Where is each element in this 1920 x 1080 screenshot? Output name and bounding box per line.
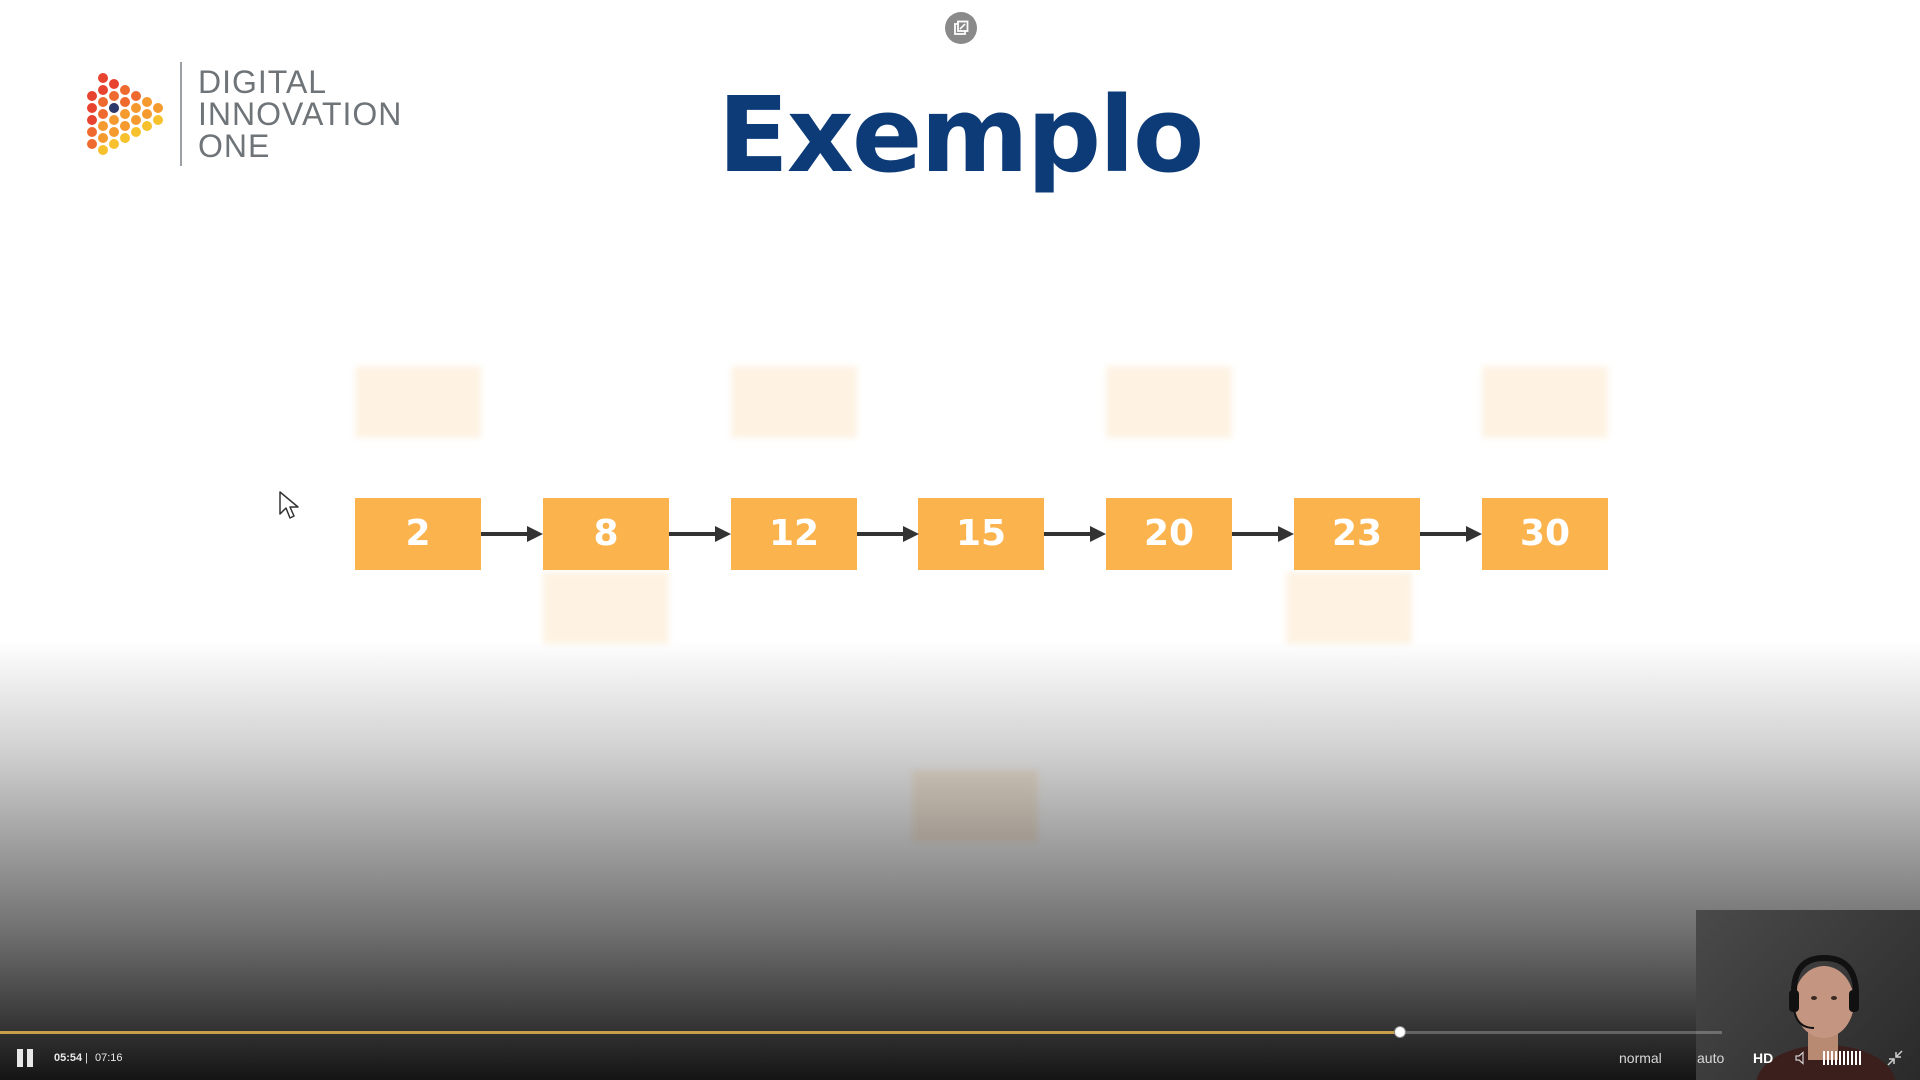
digital-innovation-one-logo: DIGITAL INNOVATION ONE (84, 62, 424, 172)
current-time: 05:54 (54, 1052, 83, 1064)
list-node: 20 (1106, 498, 1232, 570)
logo-line-3: ONE (198, 128, 271, 164)
logo-line-2: INNOVATION (198, 96, 403, 132)
list-node: 8 (543, 498, 669, 570)
hd-toggle-button[interactable]: HD (1753, 1050, 1774, 1066)
volume-icon[interactable] (1795, 1051, 1809, 1065)
arrow-right-icon (857, 526, 919, 542)
quality-auto-button[interactable]: auto (1697, 1050, 1725, 1066)
slide-title: Exemplo (717, 74, 1205, 196)
logo-line-1: DIGITAL (198, 64, 328, 100)
faded-box (731, 366, 857, 438)
playback-speed-button[interactable]: normal (1619, 1050, 1662, 1066)
popout-icon (954, 20, 969, 35)
time-separator: | (85, 1052, 88, 1064)
faded-box (543, 572, 669, 644)
list-node: 30 (1482, 498, 1608, 570)
player-controls: 05:54 | 07:16 normal auto HD (0, 1038, 1920, 1080)
controls-gradient-overlay (0, 640, 1920, 1080)
logo-mark-icon (87, 73, 163, 155)
exit-fullscreen-icon[interactable] (1886, 1049, 1904, 1067)
popout-button[interactable] (945, 12, 977, 44)
presenter-webcam (1696, 910, 1920, 1080)
arrow-right-icon (1232, 526, 1294, 542)
list-node: 23 (1294, 498, 1420, 570)
presenter-avatar (1756, 954, 1896, 1080)
mouse-cursor-icon (279, 491, 299, 519)
list-node: 12 (731, 498, 857, 570)
list-node: 15 (918, 498, 1044, 570)
arrow-right-icon (669, 526, 731, 542)
faded-box (355, 366, 481, 438)
seek-bar[interactable] (0, 1026, 1722, 1038)
total-time: 07:16 (95, 1052, 123, 1064)
list-node: 2 (355, 498, 481, 570)
logo-divider (180, 62, 182, 166)
volume-slider[interactable] (1823, 1051, 1861, 1065)
faded-box (1286, 572, 1412, 644)
arrow-right-icon (1420, 526, 1482, 542)
faded-box (1106, 366, 1232, 438)
pause-button[interactable] (14, 1047, 36, 1069)
faded-box (1482, 366, 1608, 438)
logo-text: DIGITAL INNOVATION ONE (198, 66, 402, 162)
seek-bar-played (0, 1031, 1400, 1034)
pause-icon (17, 1049, 23, 1067)
seek-handle[interactable] (1393, 1026, 1406, 1038)
arrow-right-icon (1044, 526, 1106, 542)
arrow-right-icon (481, 526, 543, 542)
